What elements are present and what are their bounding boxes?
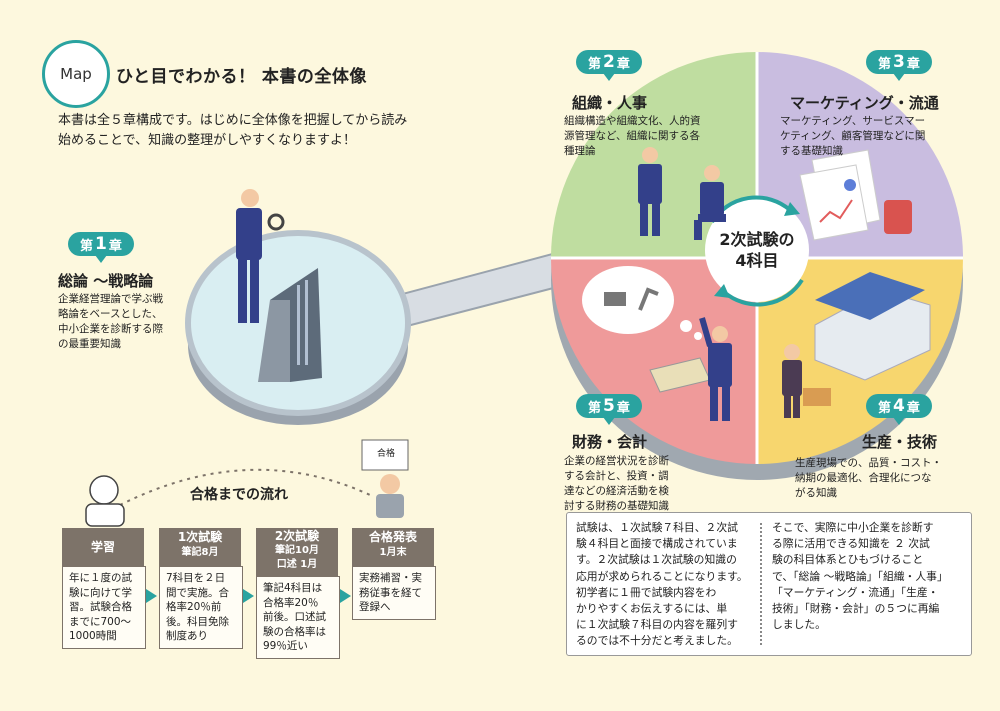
step-title: 2次試験筆記10月口述 1月: [256, 528, 338, 576]
flow-arrow-icon: [146, 589, 157, 603]
flow-arc: [119, 468, 371, 506]
businessman-magnifier: [236, 189, 285, 323]
diploma-text: 合格: [376, 449, 395, 459]
chapter5-desc: 企業の経営状況を診断する会計と、投資・調達などの経済活動を検討する財務の基礎知識: [564, 455, 669, 512]
factory-illustration: [782, 272, 931, 418]
thought-bubble-illustration: [582, 266, 732, 421]
step-body: 実務補習・実務従事を経て登録へ: [352, 566, 436, 620]
chapter1-title: 総論 ～戦略論: [58, 272, 154, 290]
flow-step-study: 学習 年に１度の試験に向けて学習。試験合格までに700～1000時間: [62, 528, 146, 649]
chapter1-desc: 企業経営理論で学ぶ戦略論をベースとした、中小企業を診断する際の最重要知識: [58, 293, 163, 350]
forklift-icon: [604, 292, 626, 306]
building-illustration: [258, 268, 322, 382]
flow-step-first-exam: 1次試験筆記8月 7科目を２日間で実施。合格率20％前後。科目免除制度あり: [159, 528, 243, 649]
map-badge: Map: [42, 40, 110, 108]
diploma-icon: [361, 439, 409, 471]
chapter3-desc: マーケティング、サービスマーケティング、顧客管理などに関する基礎知識: [780, 115, 926, 157]
chapter5-title: 財務・会計: [572, 433, 648, 451]
chapter2-desc: 組織構造や組織文化、人的資源管理など、組織に関する各種理論: [564, 115, 701, 157]
note-right: そこで、実際に中小企業を診断する際に活用できる知識を ２ 次試験の科目体系とひも…: [772, 521, 948, 632]
center-circle: [705, 198, 809, 302]
chapter2-title: 組織・人事: [572, 94, 648, 112]
flow-arrow-icon: [243, 589, 254, 603]
coffee-cup-icon: [884, 200, 912, 234]
note-divider: [760, 523, 762, 645]
chapter3-title: マーケティング・流通: [790, 94, 939, 112]
documents-illustration: [799, 149, 912, 241]
step-body: 7科目を２日間で実施。合格率20％前後。科目免除制度あり: [159, 566, 243, 649]
explanation-note: 試験は、１次試験７科目、２次試験４科目と面接で構成されています。２次試験は１次試…: [566, 512, 972, 656]
studying-person-illustration: [85, 475, 125, 527]
step-title: 学習: [62, 528, 144, 566]
flow-label: 合格までの流れ: [190, 487, 288, 503]
step-body: 年に１度の試験に向けて学習。試験合格までに700～1000時間: [62, 566, 146, 649]
chapter4-desc: 生産現場での、品質・コスト・納期の最適化、合理化につながる知識: [795, 457, 942, 499]
chapter4-title: 生産・技術: [862, 433, 938, 451]
page-title: ひと目でわかる！ 本書の全体像: [116, 67, 367, 87]
step-title: 1次試験筆記8月: [159, 528, 241, 566]
intro-text: 本書は全５章構成です。はじめに全体像を把握してから読み 始めることで、知識の整理…: [58, 111, 458, 151]
passed-person-illustration: [361, 439, 409, 518]
flow-arrow-icon: [340, 589, 351, 603]
note-left: 試験は、１次試験７科目、２次試験４科目と面接で構成されています。２次試験は１次試…: [576, 521, 748, 648]
intro-line: 本書は全５章構成です。はじめに全体像を把握してから読み: [58, 113, 408, 128]
intro-line: 始めることで、知識の整理がしやすくなりますよ！: [58, 133, 356, 148]
people-illustration: [638, 147, 726, 240]
robot-arm-icon: [638, 287, 659, 311]
